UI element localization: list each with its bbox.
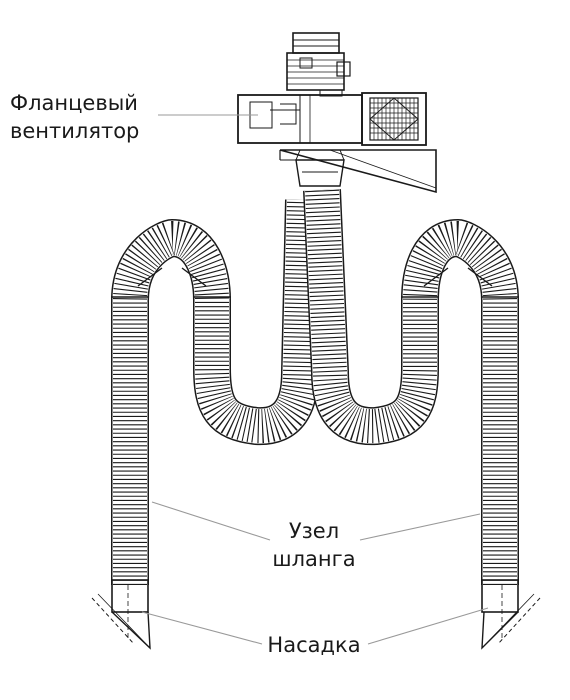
label-flange-fan-line2: вентилятор xyxy=(10,119,139,143)
label-flange-fan-line1: Фланцевый xyxy=(10,91,138,115)
hose-assembly xyxy=(111,189,519,585)
hose-leader-line-right xyxy=(359,513,481,541)
label-hose-assembly-line1: Узел xyxy=(289,519,339,543)
hose-leader-line-left xyxy=(151,501,271,541)
fan-housing xyxy=(237,89,427,146)
hose-connector xyxy=(295,149,345,187)
leader-lines xyxy=(141,114,489,645)
flange-fan-assembly xyxy=(237,32,437,194)
label-hose-assembly-line2: шланга xyxy=(272,547,355,571)
nozzle-leader-line-right xyxy=(367,607,489,645)
label-nozzle: Насадка xyxy=(267,633,360,657)
nozzle-left xyxy=(91,579,151,650)
nozzle-leader-line-left xyxy=(141,611,263,645)
motor xyxy=(286,32,351,91)
nozzle-right xyxy=(481,579,541,650)
